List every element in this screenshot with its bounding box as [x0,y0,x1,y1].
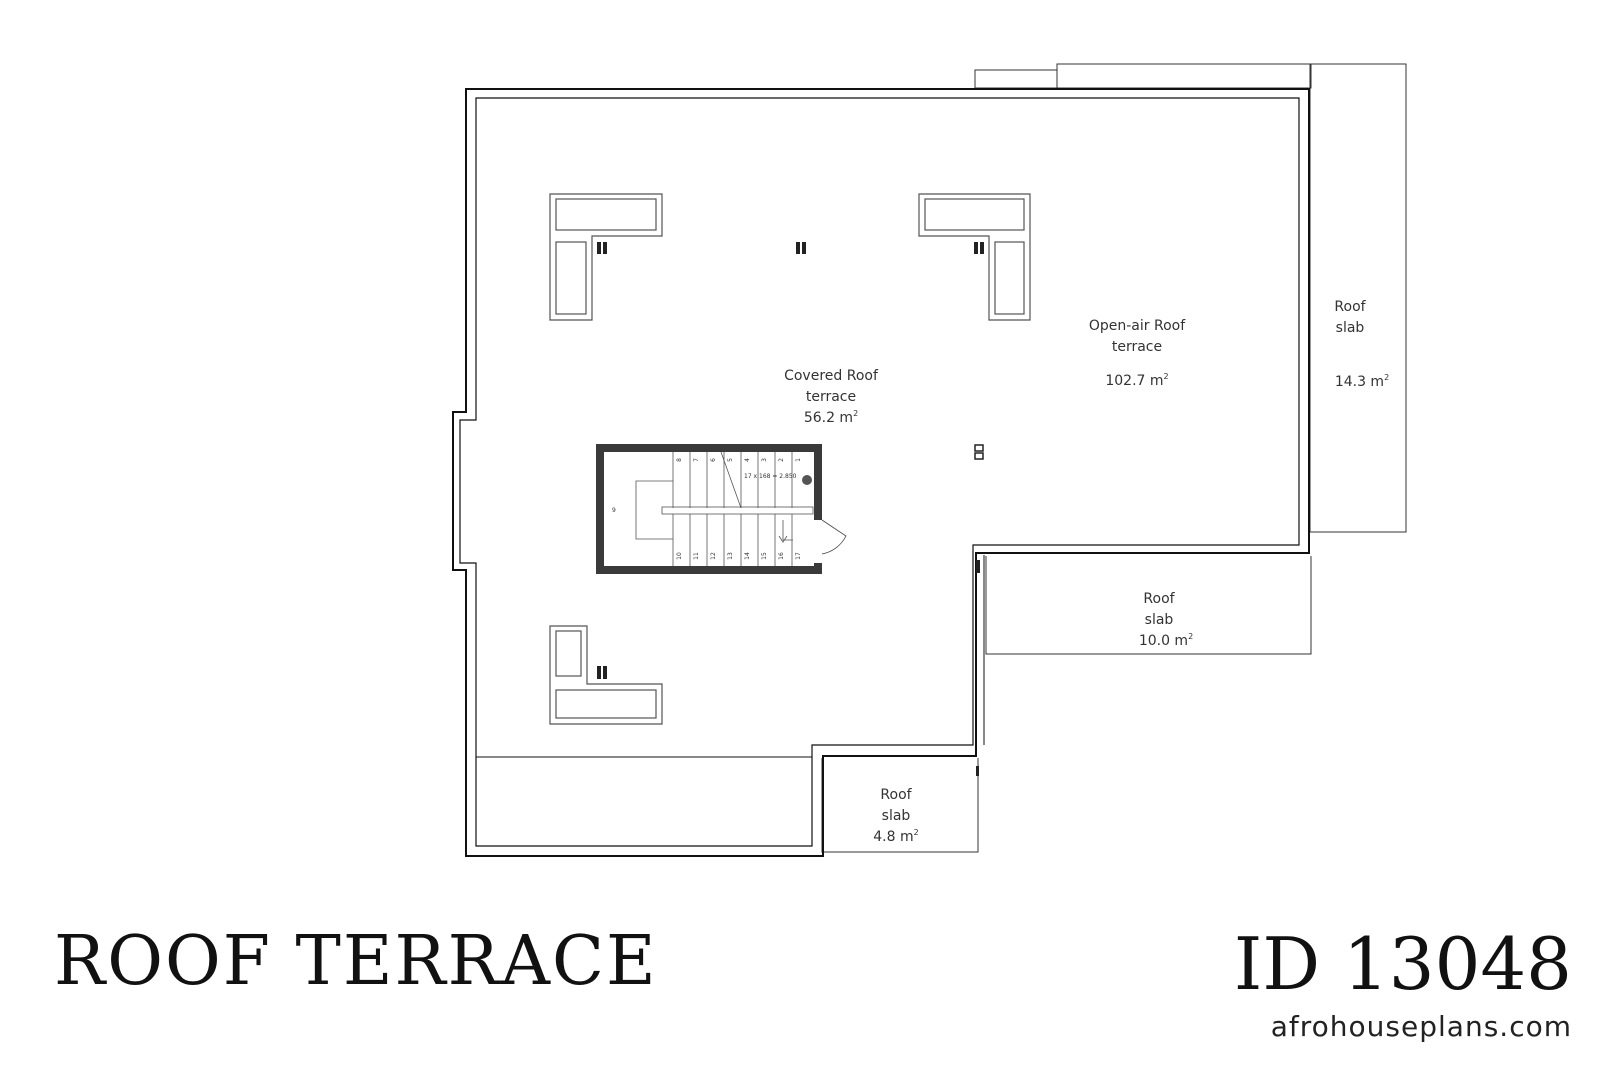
svg-text:14.3 m2: 14.3 m2 [1335,373,1389,390]
stair-step-number: 17 [795,552,802,560]
stair-top-step-numbers: 8 7 6 5 4 3 2 1 [676,458,802,462]
roof-slab-outlines [821,63,1407,853]
stair-step-number: 12 [710,552,717,560]
svg-text:10.0 m2: 10.0 m2 [1139,632,1193,649]
stair-step-number: 6 [710,458,717,462]
roof-slab-mid-label: Roof slab 10.0 m2 [1139,591,1193,649]
outlet-marker [974,444,984,460]
plan-id: ID 13048 [1233,922,1572,1006]
outer-wall-line [452,88,1310,857]
svg-text:terrace: terrace [806,389,856,405]
outlet-marker [974,242,984,254]
planter-northeast [918,193,1031,321]
stair-step-number: 14 [744,552,751,560]
outlet-markers [597,242,984,776]
stair-step-number: 2 [778,458,785,462]
roof-slab-east-outline [1309,63,1407,533]
stair-step-number: 3 [761,458,768,462]
slab-top-wide [1056,63,1312,89]
planter-southwest [549,625,663,725]
svg-text:Roof: Roof [880,787,912,803]
stair-core: 17 x 168 = 2.850 8 7 6 5 4 3 2 1 10 11 12 13 14 15 16… [596,444,847,574]
stair-landing-step-number: 9 [612,507,616,514]
covered-terrace-label: Covered Roof terrace 56.2 m2 [784,368,879,426]
stair-treads [635,451,814,566]
outlet-marker [597,242,607,254]
stair-step-number: 5 [727,458,734,462]
stair-step-number: 4 [744,458,751,462]
svg-text:Open-air Roof: Open-air Roof [1089,318,1186,334]
svg-text:4.8 m2: 4.8 m2 [873,828,918,845]
svg-text:terrace: terrace [1112,339,1162,355]
stair-bottom-step-numbers: 10 11 12 13 14 15 16 17 [676,552,802,560]
stair-step-number: 16 [778,552,785,560]
stair-step-number: 15 [761,552,768,560]
inner-wall-line [459,97,1300,847]
stair-step-number: 10 [676,552,683,560]
svg-text:slab: slab [882,808,911,824]
outlet-marker [597,666,607,679]
svg-text:56.2 m2: 56.2 m2 [804,409,858,426]
stair-post [802,475,812,485]
svg-text:102.7 m2: 102.7 m2 [1105,372,1168,389]
stair-door-swing [821,519,847,555]
planters [549,193,1031,725]
stair-step-number: 7 [693,458,700,462]
stair-step-number: 11 [693,552,700,560]
outlet-marker [796,242,806,254]
svg-text:Roof: Roof [1334,299,1366,315]
open-air-terrace-label: Open-air Roof terrace 102.7 m2 [1089,318,1186,389]
stair-step-number: 13 [727,552,734,560]
svg-text:Covered Roof: Covered Roof [784,368,879,384]
slab-top-small [974,69,1058,89]
stair-step-number: 8 [676,458,683,462]
website-url: afrohouseplans.com [1270,1010,1572,1043]
roof-slab-east-label: Roof slab 14.3 m2 [1334,299,1389,390]
building-outline [452,88,1310,857]
roof-slab-mid-outline [985,556,1312,655]
stair-step-number: 1 [795,458,802,462]
svg-text:slab: slab [1336,320,1365,336]
roof-slab-south-label: Roof slab 4.8 m2 [873,787,918,845]
stair-dimension-note: 17 x 168 = 2.850 [744,473,797,480]
svg-text:Roof: Roof [1143,591,1175,607]
wall-marker [976,560,980,776]
planter-northwest [549,193,663,321]
plan-title: ROOF TERRACE [54,922,658,1001]
stair-enclosure-wall [596,444,822,574]
svg-text:slab: slab [1145,612,1174,628]
